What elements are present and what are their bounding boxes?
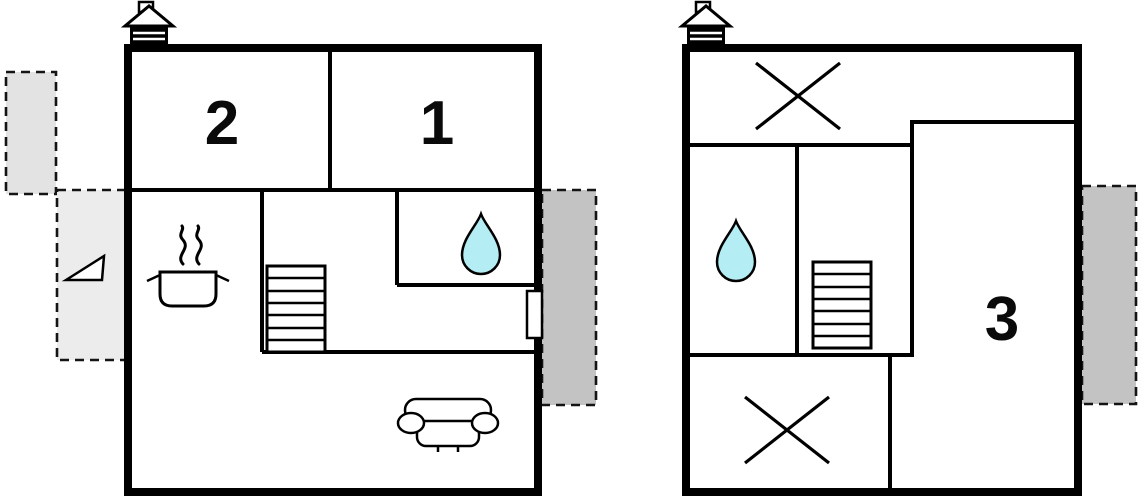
annex-area-top-left xyxy=(4,70,58,196)
sofa-back xyxy=(403,397,493,423)
floor-plan-left: 2 1 xyxy=(4,0,598,496)
pot-body xyxy=(158,270,218,308)
steam-icon xyxy=(179,224,187,266)
stairs-icon xyxy=(811,260,873,350)
ramp-triangle-icon xyxy=(61,253,106,282)
door-icon xyxy=(525,289,544,340)
room-label-2: 2 xyxy=(205,89,239,158)
sofa-icon xyxy=(396,397,500,452)
chimney-icon xyxy=(123,0,175,47)
water-drop-icon xyxy=(460,212,502,276)
room-label-3: 3 xyxy=(985,285,1019,354)
water-drop-icon xyxy=(715,219,757,283)
chimney-icon xyxy=(680,0,732,47)
steam-icon xyxy=(195,224,203,266)
outer-wall xyxy=(682,44,1082,496)
roof-void-cross-icon xyxy=(743,395,831,465)
outer-wall xyxy=(124,44,542,496)
sofa-armrest-left xyxy=(396,411,426,435)
pot-handles xyxy=(146,273,230,283)
terrace-area-right xyxy=(1080,184,1138,406)
roof-void-cross-icon xyxy=(754,61,842,131)
stairs-icon xyxy=(265,264,327,354)
room-label-1: 1 xyxy=(420,89,454,158)
stove-pot-icon xyxy=(146,224,230,308)
sofa-armrest-right xyxy=(470,411,500,435)
floor-plan-right: 3 xyxy=(680,0,1138,496)
sofa-feet xyxy=(436,446,460,452)
terrace-area-right xyxy=(540,188,598,407)
